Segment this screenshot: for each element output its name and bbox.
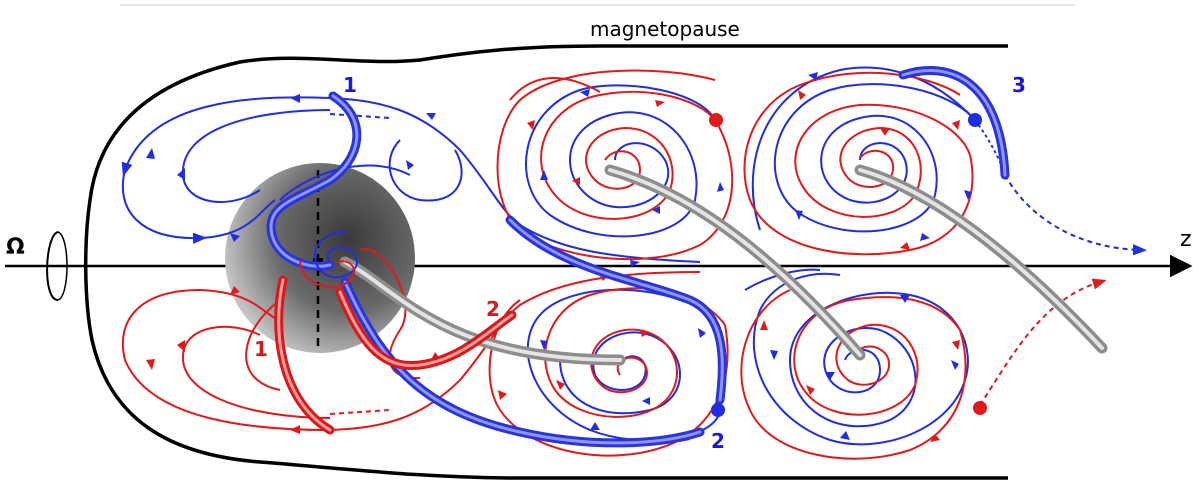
blue-tube-3-hl — [901, 69, 1007, 177]
marker-2-red: 2 — [486, 297, 500, 321]
red-loop-mid — [245, 299, 281, 391]
planet-swirl — [299, 230, 358, 289]
z-axis-label: z — [1180, 227, 1192, 252]
red-flux-tubes — [274, 275, 517, 435]
marker-1-red: 1 — [254, 337, 268, 361]
blue-line-2 — [388, 139, 463, 202]
blue-loop-inner — [181, 109, 331, 203]
blue-tube-2b — [505, 215, 727, 405]
marker-3-blue: 3 — [1012, 73, 1026, 97]
grey-tube-3-hl — [858, 168, 1104, 350]
blue-vortex-a — [525, 84, 716, 238]
red-vortex-d — [793, 296, 961, 416]
blue-arrowheads — [146, 72, 972, 440]
blue-vortex-c-outer — [526, 288, 721, 442]
grey-flux-tubes — [339, 164, 1108, 366]
blue-vortex-c — [559, 331, 681, 415]
rotation-label: Ω — [6, 235, 25, 260]
marker-2-blue: 2 — [711, 429, 725, 453]
red-vortex-c — [544, 287, 726, 418]
magnetopause-upper — [84, 44, 1008, 480]
blue-loop-outer — [121, 96, 331, 244]
blue-line-1 — [329, 97, 701, 263]
blue-flux-tubes — [266, 66, 1010, 448]
blue-dashed-right — [1004, 174, 1147, 256]
grey-tube-1-hl — [343, 260, 622, 362]
red-tube-1-hl — [277, 278, 332, 432]
red-vortex-a-outer — [496, 69, 734, 261]
red-vortex-d-outer — [740, 289, 967, 460]
blue-null-point-lower — [711, 403, 725, 417]
grey-tube-3 — [854, 164, 1108, 354]
blue-tube-1-hl — [269, 94, 359, 268]
blue-vortex-d-outer — [752, 272, 969, 446]
marker-1-blue: 1 — [343, 73, 357, 97]
red-loop-outer — [121, 288, 331, 431]
blue-vortex-d — [788, 291, 917, 428]
blue-tube-2-hl — [343, 280, 702, 445]
blue-tube-2b-hl — [508, 218, 724, 402]
blue-dashed-1 — [329, 113, 391, 119]
red-tube-2-hl — [338, 290, 514, 368]
blue-null-point-upper — [968, 113, 982, 127]
grey-tube-2 — [604, 164, 866, 361]
red-upper-left-arc — [509, 77, 601, 101]
red-null-point-upper — [709, 113, 723, 127]
magnetopause-label: magnetopause — [590, 17, 740, 41]
rotation-symbol — [46, 231, 68, 301]
red-dashed-right — [979, 278, 1107, 406]
blue-line-3 — [279, 164, 411, 201]
red-vortex-b-outer — [743, 71, 974, 256]
blue-upper-right-outer — [751, 66, 976, 231]
red-loop-inner — [181, 325, 331, 419]
grey-tube-2-hl — [608, 168, 862, 357]
red-dashed-1 — [329, 409, 391, 415]
red-null-point-lower — [973, 401, 987, 415]
